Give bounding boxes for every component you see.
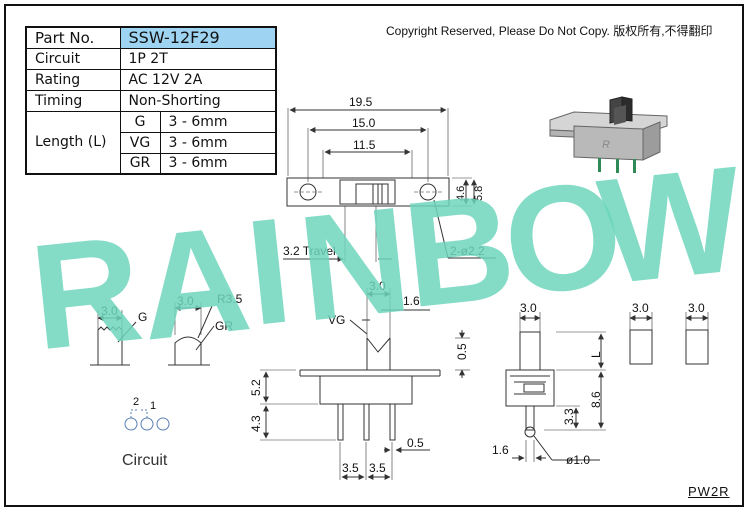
watermark-letter: W: [592, 134, 750, 316]
vg-gap: 1.6: [403, 294, 420, 308]
dim-5-8: 5.8: [473, 186, 485, 201]
gr-label: GR: [215, 319, 233, 333]
dim-11-5: 11.5: [353, 138, 376, 152]
spec-table: Part No. SSW-12F29 Circuit 1P 2T Rating …: [25, 26, 277, 175]
switch-3d-view: R: [549, 96, 668, 173]
dim-5-2: 5.2: [249, 379, 263, 396]
pin-thickness: 0.5: [407, 436, 424, 450]
circuit-label: Circuit: [25, 47, 121, 70]
front-view: [260, 288, 470, 480]
knob-offset: 0.5: [455, 343, 469, 360]
g-width: 3.0: [101, 304, 118, 318]
rating-label: Rating: [25, 68, 121, 91]
travel-label: 3.2 Travel: [283, 244, 336, 258]
dim-4-6: 4.6: [455, 186, 467, 201]
g-label: G: [138, 310, 147, 324]
pitch-right: 3.5: [369, 461, 386, 475]
holes-label: 2-ø2.2: [450, 244, 485, 258]
dim-19-5: 19.5: [349, 95, 373, 109]
table-row: Circuit 1P 2T: [25, 47, 277, 70]
sheet-border: [4, 4, 744, 507]
side-pin-dia: ø1.0: [566, 453, 590, 467]
part-no-label: Part No.: [25, 26, 121, 49]
top-view: [283, 107, 496, 262]
vg-label: VG: [328, 313, 345, 327]
length-range: 3 - 6mm: [159, 152, 277, 175]
side-3-3: 3.3: [562, 408, 576, 425]
length-grade: GR: [119, 152, 161, 175]
length-range: 3 - 6mm: [159, 110, 277, 133]
watermark-letter: A: [132, 193, 257, 371]
watermark-letter: O: [496, 148, 630, 327]
circuit-pin-1: 1: [150, 400, 156, 412]
right-width-2: 3.0: [688, 301, 705, 315]
gr-width: 3.0: [177, 294, 194, 308]
side-view: [505, 312, 606, 462]
knob-variant-g: [90, 310, 137, 366]
part-no-value: SSW-12F29: [119, 26, 277, 49]
side-8-6: 8.6: [589, 391, 603, 408]
knob-variant-gr: [168, 302, 215, 366]
copyright-notice: Copyright Reserved, Please Do Not Copy. …: [386, 24, 713, 38]
svg-text:R: R: [602, 139, 610, 151]
knob-variant-right: [629, 312, 709, 365]
side-width: 3.0: [520, 301, 537, 315]
rating-value: AC 12V 2A: [119, 68, 277, 91]
watermark-rainbow: R A I N B O W: [24, 134, 750, 382]
circuit-caption: Circuit: [122, 452, 168, 469]
drawing-code: PW2R: [688, 484, 730, 499]
vg-width: 3.0: [369, 279, 386, 293]
circuit-schematic: [124, 409, 170, 431]
watermark-letter: R: [24, 203, 149, 381]
side-1-6: 1.6: [492, 443, 509, 457]
dim-15-0: 15.0: [352, 116, 376, 130]
dim-4-3: 4.3: [249, 415, 263, 432]
table-row: GR 3 - 6mm: [26, 152, 277, 175]
table-row: Part No. SSW-12F29: [25, 26, 277, 49]
side-length-L: L: [589, 351, 603, 358]
gr-radius: R3.5: [217, 292, 243, 306]
right-width-1: 3.0: [632, 301, 649, 315]
length-label: Length (L): [25, 110, 121, 175]
pitch-left: 3.5: [342, 461, 359, 475]
watermark-letter: B: [397, 161, 522, 339]
table-row: Length (L) G 3 - 6mm: [25, 110, 277, 175]
circuit-pin-2: 2: [133, 396, 139, 408]
watermark-letter: N: [292, 174, 417, 352]
table-row: Rating AC 12V 2A: [25, 68, 277, 91]
